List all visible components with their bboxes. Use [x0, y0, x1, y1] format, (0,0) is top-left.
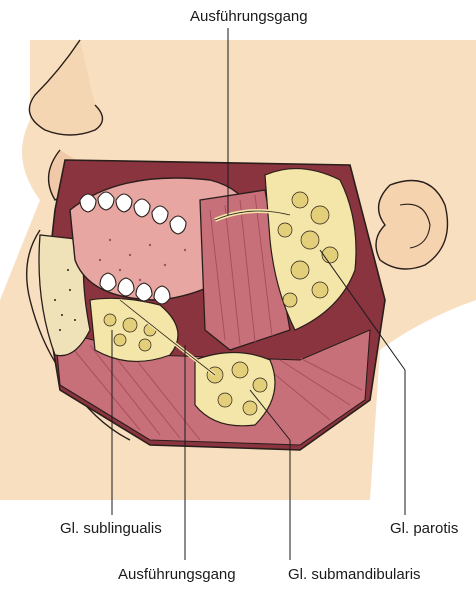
label-parotid-gland: Gl. parotis	[390, 520, 458, 537]
label-top-duct: Ausführungsgang	[190, 8, 308, 25]
label-bottom-duct: Ausführungsgang	[118, 566, 236, 583]
label-submandibular-gland: Gl. submandibularis	[288, 566, 421, 583]
label-sublingual-gland: Gl. sublingualis	[60, 520, 162, 537]
